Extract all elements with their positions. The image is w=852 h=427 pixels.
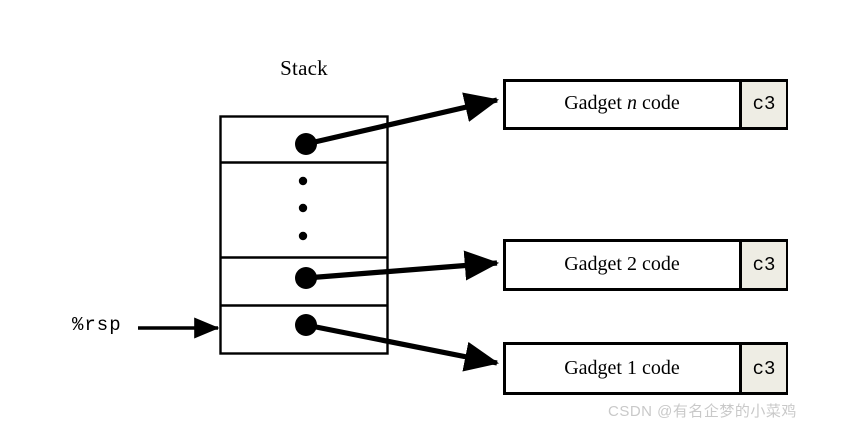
gadget-2-code-index: 2: [627, 253, 637, 275]
gadget-2-ret-cell-fill: [741, 242, 786, 288]
rsp-register-label: %rsp: [72, 314, 122, 336]
gadget-box-1: [503, 342, 788, 395]
gadget-n-code-label: Gadget n code: [504, 92, 740, 115]
gadget-1-code-label: Gadget 1 code: [504, 357, 740, 380]
csdn-watermark: CSDN @有名企梦的小菜鸡: [608, 403, 797, 420]
gadget-n-code-prefix: Gadget: [564, 92, 627, 114]
gadget-2-code-suffix: code: [637, 253, 680, 275]
gadget-2-code-label: Gadget 2 code: [504, 253, 740, 276]
gadget-1-code-suffix: code: [637, 357, 680, 379]
pointer-dot-gadget-2: [295, 267, 317, 289]
gadget-n-code-suffix: code: [637, 92, 680, 114]
connector-stack-to-gadget-1: [305, 322, 500, 372]
pointer-dot-gadget-1: [295, 314, 317, 336]
gadget-1-ret-cell-fill: [741, 345, 786, 392]
gadget-n-ret-byte-label: c3: [752, 93, 776, 115]
connector-stack-to-gadget-2: [305, 250, 500, 281]
gadget-box-n: [503, 79, 788, 130]
stack-pointer-dots: [295, 133, 317, 336]
gadget-n-code-index: n: [627, 92, 637, 114]
gadget-2-code-prefix: Gadget: [564, 253, 627, 275]
ellipsis-dot-1: [298, 176, 308, 186]
gadget-n-ret-cell-fill: [741, 82, 786, 127]
gadget-1-code-prefix: Gadget: [564, 357, 627, 379]
connector-stack-to-gadget-n: [305, 92, 500, 147]
gadget-1-ret-byte-label: c3: [752, 358, 776, 380]
pointer-dot-gadget-n: [295, 133, 317, 155]
ellipsis-dot-2: [298, 203, 308, 213]
stack-title-label: Stack: [280, 56, 328, 80]
gadget-box-2: [503, 239, 788, 291]
ellipsis-dot-3: [298, 231, 308, 241]
gadget-1-code-index: 1: [627, 357, 637, 379]
vertical-ellipsis-icon: [298, 176, 308, 241]
gadget-2-ret-byte-label: c3: [752, 254, 776, 276]
connector-lines: [305, 92, 500, 372]
